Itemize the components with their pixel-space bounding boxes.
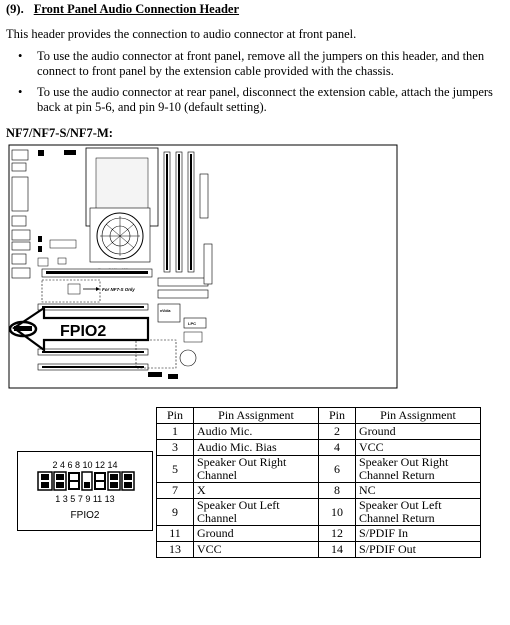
bullet-icon: • [18, 49, 23, 63]
pin-assignment: Speaker Out Left Channel Return [355, 498, 481, 526]
pin-number: 2 [318, 423, 356, 440]
connector-top-numbers: 2 4 6 8 10 12 14 [52, 460, 117, 470]
column-header-assignment: Pin Assignment [355, 407, 481, 424]
connector-image-cell: 2 4 6 8 10 12 14 [14, 424, 157, 558]
table-corner [14, 408, 157, 424]
section-title: Front Panel Audio Connection Header [33, 2, 240, 16]
table-row: 13 VCC 14 S/PDIF Out [14, 541, 481, 558]
pin-assignment: VCC [193, 541, 319, 558]
pin-number: 10 [318, 498, 356, 526]
pin-assignment: X [193, 482, 319, 499]
table-row: 1 Audio Mic. 2 Ground [14, 423, 481, 440]
pin-assignment-table: Pin Pin Assignment Pin Pin Assignment 2 … [14, 407, 481, 558]
pin-number: 3 [156, 439, 194, 456]
pin-header-icon [37, 470, 135, 491]
pin-number: 4 [318, 439, 356, 456]
pin-assignment: Speaker Out Left Channel [193, 498, 319, 526]
pin-number: 1 [156, 423, 194, 440]
instruction-list: • To use the audio connector at front pan… [18, 49, 496, 121]
pin-number: 9 [156, 498, 194, 526]
connector-bottom-numbers: 1 3 5 7 9 11 13 [55, 494, 114, 504]
table-row: 9 Speaker Out Left Channel 10 Speaker Ou… [14, 498, 481, 526]
connector-pin-diagram: 2 4 6 8 10 12 14 [37, 460, 135, 521]
pin-number: 7 [156, 482, 194, 499]
pin-number: 12 [318, 525, 356, 542]
lpc-label: LPC [188, 321, 196, 326]
fpio2-connector: 2 4 6 8 10 12 14 [17, 450, 153, 531]
column-header-pin: Pin [318, 407, 356, 424]
pin-assignment: VCC [355, 439, 481, 456]
model-label: NF7/NF7-S/NF7-M: [6, 126, 113, 140]
intro-text: This header provides the connection to a… [6, 27, 357, 41]
column-header-assignment: Pin Assignment [193, 407, 319, 424]
column-header-pin: Pin [156, 407, 194, 424]
fpio2-callout-label: FPIO2 [60, 323, 106, 340]
pin-assignment: Audio Mic. Bias [193, 439, 319, 456]
list-item: • To use the audio connector at rear pane… [18, 85, 496, 115]
table-header-row: Pin Pin Assignment Pin Pin Assignment [14, 407, 481, 424]
pin-assignment: Ground [355, 423, 481, 440]
connector-label: FPIO2 [71, 510, 100, 521]
table-row: 11 Ground 12 S/PDIF In [14, 525, 481, 542]
table-row: 3 Audio Mic. Bias 4 VCC [14, 439, 481, 456]
pin-assignment: S/PDIF In [355, 525, 481, 542]
pin-assignment: NC [355, 482, 481, 499]
pin-assignment: Ground [193, 525, 319, 542]
list-item-text: To use the audio connector at front pane… [37, 49, 485, 78]
pin-number: 6 [318, 455, 356, 483]
pin-assignment: Speaker Out Right Channel [193, 455, 319, 483]
list-item-text: To use the audio connector at rear panel… [37, 85, 493, 114]
nvidia-chip-label: nVidia [160, 309, 170, 313]
list-item: • To use the audio connector at front pan… [18, 49, 496, 79]
pin-number: 13 [156, 541, 194, 558]
pin-number: 11 [156, 525, 194, 542]
pin-number: 14 [318, 541, 356, 558]
motherboard-diagram: CPU nForce2 Ultra 400 For NF7-S Only nVi… [8, 144, 398, 389]
section-number: (9). [6, 2, 24, 16]
pin-assignment: S/PDIF Out [355, 541, 481, 558]
section-heading: (9). Front Panel Audio Connection Header [6, 2, 239, 17]
pin-number: 8 [318, 482, 356, 499]
pin-assignment: Audio Mic. [193, 423, 319, 440]
pin-assignment: Speaker Out Right Channel Return [355, 455, 481, 483]
pin-number: 5 [156, 455, 194, 483]
bullet-icon: • [18, 85, 23, 99]
nf7s-only-label: For NF7-S Only [102, 287, 135, 292]
table-row: 7 X 8 NC [14, 482, 481, 499]
table-row: 5 Speaker Out Right Channel 6 Speaker Ou… [14, 455, 481, 483]
